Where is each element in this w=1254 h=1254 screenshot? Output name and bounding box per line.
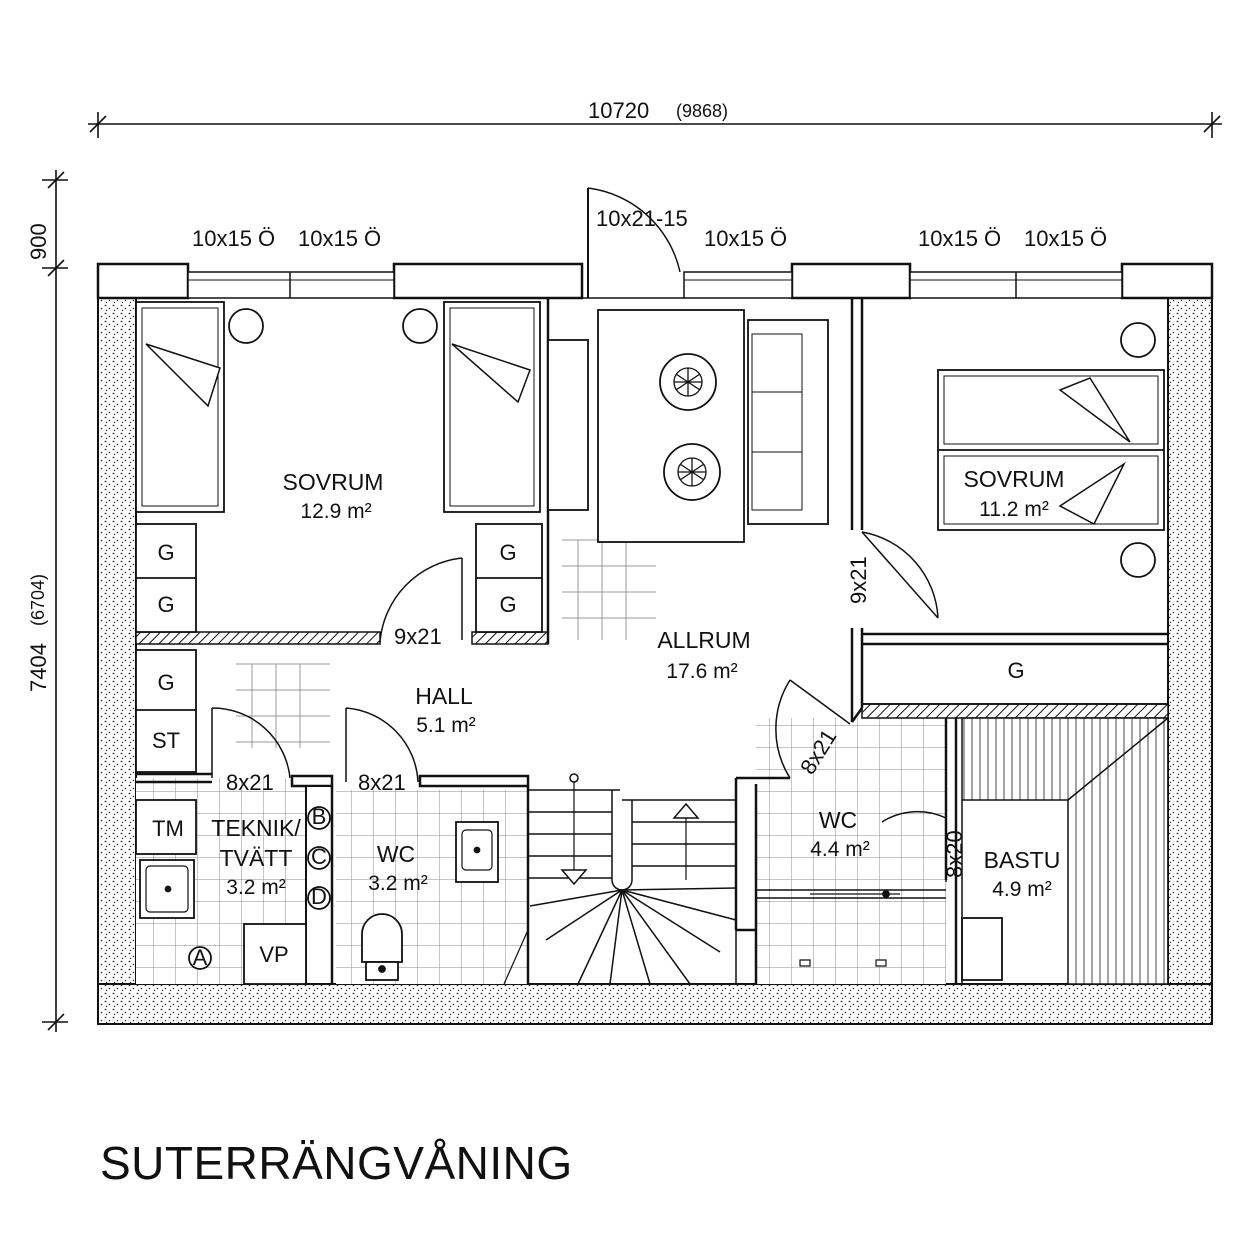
door-label: 9x21 [394,624,442,649]
room-area: 4.9 m² [992,878,1052,901]
door-label: 9x21 [846,556,871,604]
wardrobe-label: G [1007,658,1024,683]
dimension-lines [42,112,1222,1032]
door-swings [211,531,947,882]
outer-walls [96,262,1214,1025]
room-name: ALLRUM [657,627,750,653]
right-bedroom-furniture [861,322,1169,705]
marker-a: A [193,945,208,970]
wardrobe-label: G [157,540,174,565]
room-name: SOVRUM [964,466,1065,492]
door-label: 8x20 [942,830,967,878]
room-name: HALL [415,683,473,709]
room-area: 11.2 m² [979,498,1049,521]
toilet-icon [361,913,403,963]
plan-title: SUTERRÄNGVÅNING [100,1137,573,1189]
teknik-fixtures [135,799,499,985]
door-label: 8x21 [226,770,274,795]
marker-b: B [312,804,327,829]
room-name: SOVRUM [283,469,384,495]
cleaning-cabinet-label: ST [152,728,180,753]
window-label: 10x15 Ö [704,226,787,251]
left-bedroom-furniture [135,301,589,773]
room-name: WC [377,841,415,867]
width-inner-dimension: (9868) [676,101,728,121]
window-label: 10x15 Ö [298,226,381,251]
width-dimension: 10720 [588,98,649,123]
door-label: 8x21 [358,770,406,795]
wardrobe-label: G [499,592,516,617]
wardrobe-label: G [157,670,174,695]
dryer-label: TM [152,816,184,841]
allrum-furniture [597,309,829,543]
entrance-door-label: 10x21-15 [596,206,688,231]
wc-bastu-fixtures [799,717,1169,985]
room-area: 3.2 m² [368,872,428,895]
wardrobe-label: G [499,540,516,565]
heat-pump-label: VP [259,942,288,967]
staircase [503,773,737,985]
marker-c: C [311,844,327,869]
room-name: TEKNIK/ [211,815,301,841]
room-name: TVÄTT [220,845,293,871]
offset-dimension: 900 [26,223,51,260]
window-label: 10x15 Ö [1024,226,1107,251]
window-label: 10x15 Ö [192,226,275,251]
marker-d: D [311,884,327,909]
wardrobe-label: G [157,592,174,617]
room-name: BASTU [984,847,1061,873]
height-dimension: 7404 [26,643,51,692]
room-area: 17.6 m² [666,660,737,683]
entrance-door [587,187,681,298]
room-area: 3.2 m² [226,876,286,899]
height-inner-dimension: (6704) [28,574,48,626]
tiled-floors [136,539,946,984]
room-area: 4.4 m² [810,838,870,861]
room-area: 12.9 m² [300,500,371,523]
room-name: WC [819,807,857,833]
window-label: 10x15 Ö [918,226,1001,251]
room-area: 5.1 m² [416,714,476,737]
